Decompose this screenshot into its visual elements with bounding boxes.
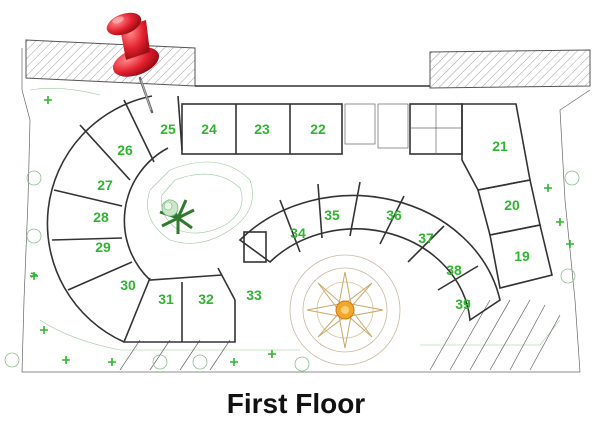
map-pin-icon[interactable] (104, 8, 163, 114)
shrub-icon (161, 199, 179, 217)
unit-label-23: 23 (254, 121, 270, 137)
floor-caption: First Floor (226, 388, 366, 419)
unit-label-38: 38 (446, 262, 462, 278)
unit-label-34: 34 (290, 225, 306, 241)
unit-label-29: 29 (95, 239, 111, 255)
left-wing (46, 95, 236, 343)
unit-label-39: 39 (455, 296, 471, 312)
courtyard (147, 161, 253, 244)
unit-label-25: 25 (160, 121, 176, 137)
unit-label-22: 22 (310, 121, 326, 137)
unit-labels: 25 24 23 22 21 20 19 26 27 28 29 30 31 3… (93, 121, 530, 312)
landscape-symbols (30, 96, 574, 366)
unit-label-36: 36 (386, 207, 402, 223)
unit-label-19: 19 (514, 248, 530, 264)
unit-label-30: 30 (120, 277, 136, 293)
unit-label-28: 28 (93, 209, 109, 225)
right-wing (461, 103, 553, 289)
unit-label-37: 37 (418, 230, 434, 246)
unit-label-20: 20 (504, 197, 520, 213)
unit-label-21: 21 (492, 138, 508, 154)
compass-rose-icon (289, 254, 401, 366)
unit-label-27: 27 (97, 177, 113, 193)
floor-plan: 25 24 23 22 21 20 19 26 27 28 29 30 31 3… (4, 8, 591, 373)
site-boundary (21, 48, 591, 373)
unit-label-26: 26 (117, 142, 133, 158)
tree-circles (4, 170, 580, 372)
unit-label-31: 31 (158, 291, 174, 307)
unit-label-32: 32 (198, 291, 214, 307)
boundary-wall (25, 39, 591, 89)
unit-label-33: 33 (246, 287, 262, 303)
unit-label-24: 24 (201, 121, 217, 137)
unit-label-35: 35 (324, 207, 340, 223)
inner-wing (238, 181, 501, 322)
top-row (181, 103, 463, 155)
